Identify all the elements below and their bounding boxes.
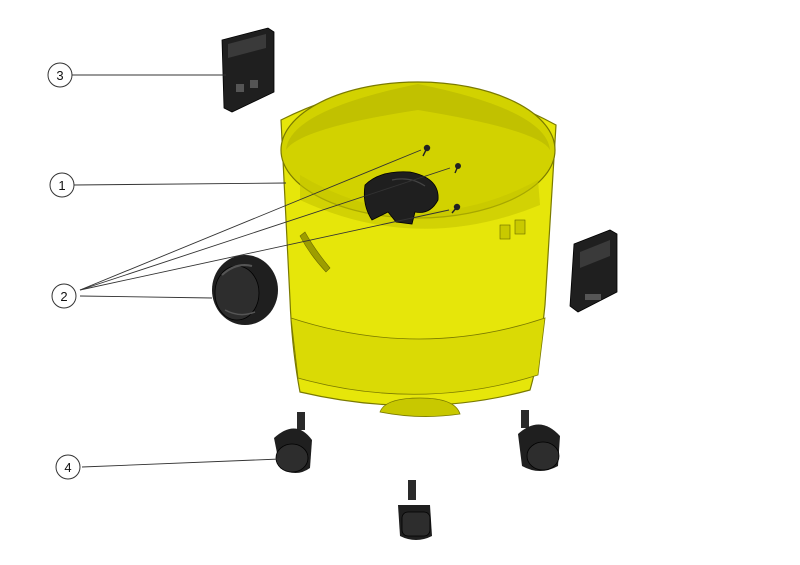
leader-lines [72,74,451,468]
container-side-slot [299,231,331,273]
container-inner-wall [286,84,550,150]
container-inner-floor [300,175,540,229]
callout-1: 1 [49,172,75,198]
container-tank [280,81,557,417]
side-knob [212,255,278,325]
leader-line-2a [79,149,422,291]
leader-line-2b [79,167,451,291]
inner-deflector [363,171,439,225]
callout-3-label: 3 [56,68,63,83]
callout-2-label: 2 [60,289,67,304]
container-base-notch [379,397,461,417]
caster-right [518,410,560,471]
screw-top [422,144,431,157]
screw-group [422,144,461,214]
leader-line-1 [73,182,287,186]
leader-line-2c [79,209,450,291]
caster-left [274,412,312,473]
callout-3: 3 [47,62,73,88]
callout-1-label: 1 [58,178,65,193]
callout-2: 2 [51,283,77,309]
container-base-band [290,317,546,395]
container-right-clip-1 [499,224,511,240]
container-right-clip-2 [514,219,526,235]
screw-middle [454,163,461,174]
screw-bottom [451,203,461,214]
leader-line-4 [81,458,281,468]
bracket-clip-top [221,27,275,113]
callout-4-label: 4 [64,460,71,475]
caster-front [398,480,432,540]
leader-line-2d [79,295,213,299]
callout-4: 4 [55,454,81,480]
bracket-clip-right [569,229,618,313]
